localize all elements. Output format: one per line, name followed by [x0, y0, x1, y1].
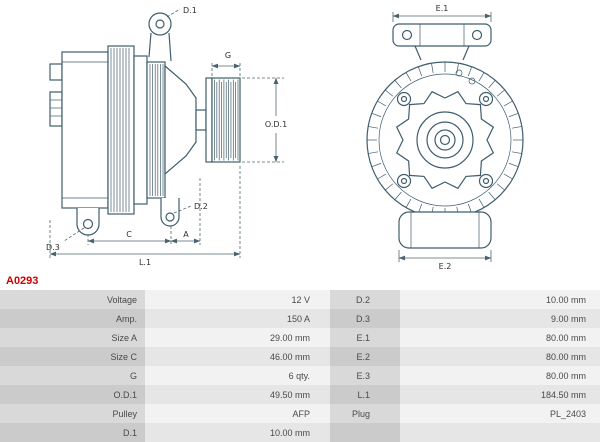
spec-value: 80.00 mm: [400, 328, 600, 347]
spec-value: [400, 423, 600, 442]
spec-label: D.1: [0, 423, 145, 442]
spec-label: E.3: [330, 366, 400, 385]
table-row: Size C 46.00 mm E.2 80.00 mm: [0, 347, 600, 366]
spec-value: 9.00 mm: [400, 309, 600, 328]
spec-label: Size A: [0, 328, 145, 347]
spec-label: Voltage: [0, 290, 145, 309]
cooling-fins: [367, 62, 523, 218]
dim-label-e2: E.2: [439, 262, 452, 271]
spec-label: E.2: [330, 347, 400, 366]
dim-label-c: C: [126, 230, 132, 239]
spec-table: Voltage 12 V D.2 10.00 mm Amp. 150 A D.3…: [0, 290, 600, 442]
front-view-drawing: [366, 23, 524, 249]
spec-value: 184.50 mm: [400, 385, 600, 404]
spec-value: 10.00 mm: [145, 423, 330, 442]
table-row: Amp. 150 A D.3 9.00 mm: [0, 309, 600, 328]
spec-label: O.D.1: [0, 385, 145, 404]
spec-label: D.3: [330, 309, 400, 328]
table-row: G 6 qty. E.3 80.00 mm: [0, 366, 600, 385]
dim-label-d2: D.2: [194, 202, 208, 211]
spec-value: 6 qty.: [145, 366, 330, 385]
spec-label: [330, 423, 400, 442]
spec-label: Size C: [0, 347, 145, 366]
pulley: [205, 77, 241, 163]
table-row: D.1 10.00 mm: [0, 423, 600, 442]
spec-label: Plug: [330, 404, 400, 423]
dimension-lines: [49, 8, 492, 262]
spec-value: 12 V: [145, 290, 330, 309]
table-row: Voltage 12 V D.2 10.00 mm: [0, 290, 600, 309]
spec-label: Pulley: [0, 404, 145, 423]
part-number: A0293: [0, 272, 600, 290]
spec-value: 80.00 mm: [400, 366, 600, 385]
spec-label: Amp.: [0, 309, 145, 328]
technical-diagram: D.1 G O.D.1 D.2 D.3 C A L.1 E.1 E.2: [46, 4, 524, 271]
spec-label: G: [0, 366, 145, 385]
spec-value: 150 A: [145, 309, 330, 328]
dim-label-g: G: [225, 51, 231, 60]
dim-label-l1: L.1: [139, 258, 151, 267]
dim-label-d3: D.3: [46, 243, 60, 252]
spec-value: 80.00 mm: [400, 347, 600, 366]
table-row: Pulley AFP Plug PL_2403: [0, 404, 600, 423]
table-row: O.D.1 49.50 mm L.1 184.50 mm: [0, 385, 600, 404]
dim-label-d1: D.1: [183, 6, 197, 15]
side-view-drawing: [49, 12, 241, 236]
dim-label-od1: O.D.1: [265, 120, 287, 129]
spec-value: 10.00 mm: [400, 290, 600, 309]
spec-label: E.1: [330, 328, 400, 347]
table-row: Size A 29.00 mm E.1 80.00 mm: [0, 328, 600, 347]
spec-label: D.2: [330, 290, 400, 309]
spec-value: 29.00 mm: [145, 328, 330, 347]
diagram-panel: D.1 G O.D.1 D.2 D.3 C A L.1 E.1 E.2: [46, 4, 524, 271]
spec-value: AFP: [145, 404, 330, 423]
rear-fins: [110, 48, 130, 212]
spec-value: 49.50 mm: [145, 385, 330, 404]
dim-label-e1: E.1: [436, 4, 449, 13]
stator-fins: [149, 64, 164, 196]
spec-value: PL_2403: [400, 404, 600, 423]
spec-value: 46.00 mm: [145, 347, 330, 366]
dim-label-a: A: [183, 230, 189, 239]
spec-label: L.1: [330, 385, 400, 404]
dimension-labels: D.1 G O.D.1 D.2 D.3 C A L.1 E.1 E.2: [46, 4, 451, 271]
